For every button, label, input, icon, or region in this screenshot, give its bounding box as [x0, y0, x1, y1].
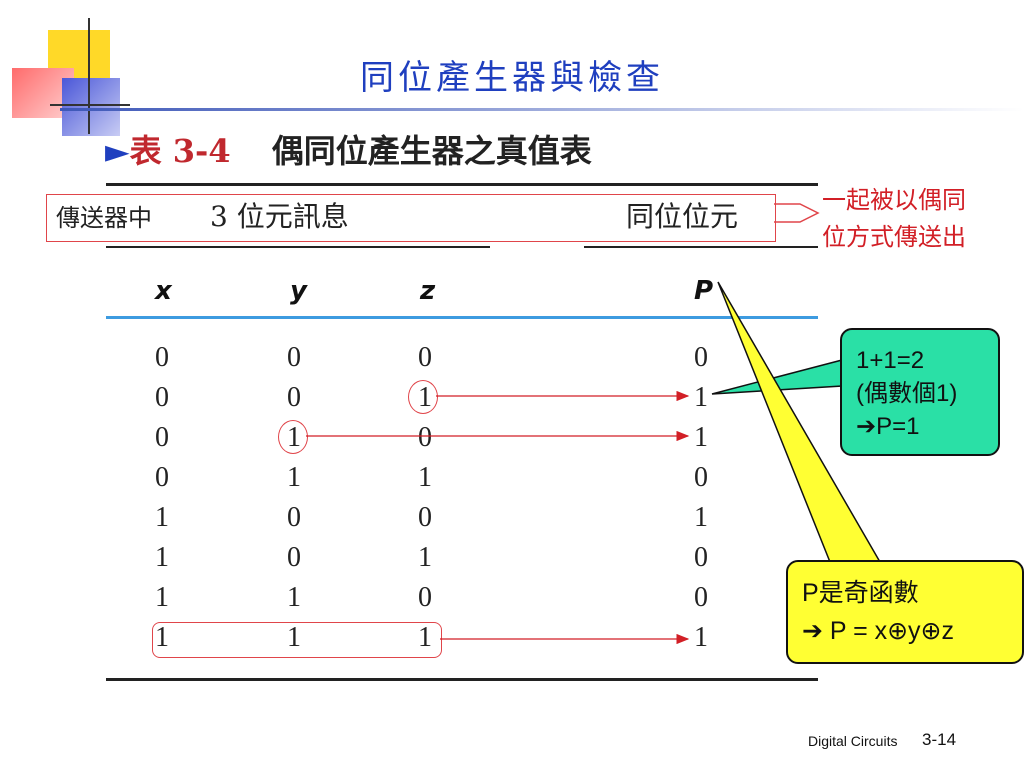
- header-left-rest: 3 位元訊息: [210, 200, 349, 233]
- table-cell: 0: [287, 502, 301, 533]
- table-caption: ►表 3-4 偶同位產生器之真值表: [105, 126, 592, 172]
- red-callout-line2: 位方式傳送出: [822, 223, 966, 251]
- header-right: 同位位元: [626, 200, 739, 233]
- table-cell: 0: [287, 542, 301, 573]
- table-cell: 1: [418, 542, 432, 573]
- table-cell: 0: [155, 382, 169, 413]
- table-cell: 0: [418, 342, 432, 373]
- decor-line-vertical: [88, 18, 90, 134]
- highlight-circle-y-row3: [278, 420, 308, 454]
- column-header-p: P: [694, 276, 714, 306]
- arrow-right-icon: ➔: [856, 413, 877, 440]
- green-callout-line1: 1+1=2: [856, 347, 925, 374]
- table-cell: 0: [694, 542, 708, 573]
- header-rule-right: [584, 246, 818, 248]
- caption-marker: ►: [105, 132, 130, 170]
- table-cell: 1: [694, 502, 708, 533]
- column-header-y: y: [290, 276, 307, 306]
- table-cell: 1: [694, 622, 708, 653]
- header-highlight-box: [46, 194, 776, 242]
- table-cell: 1: [155, 542, 169, 573]
- header-left-boxed: 傳送器中: [56, 204, 152, 232]
- red-callout-line1: 一起被以偶同: [822, 186, 966, 214]
- highlight-box-row8: [152, 622, 442, 658]
- column-header-rule: [106, 316, 818, 319]
- caption-text: 偶同位產生器之真值表: [271, 132, 592, 170]
- caption-number: 3-4: [172, 132, 231, 170]
- table-bottom-rule: [106, 678, 818, 681]
- table-cell: 0: [418, 422, 432, 453]
- page-title: 同位產生器與檢查: [360, 58, 664, 98]
- highlight-circle-z-row2: [408, 380, 438, 414]
- table-cell: 1: [287, 582, 301, 613]
- decor-square-blue: [62, 78, 120, 136]
- table-top-rule: [106, 183, 818, 186]
- caption-label: 表: [129, 132, 162, 170]
- table-cell: 0: [287, 382, 301, 413]
- table-cell: 1: [287, 462, 301, 493]
- red-callout-text: 一起被以偶同 位方式傳送出: [822, 182, 966, 256]
- table-cell: 0: [418, 502, 432, 533]
- decor-line-horizontal: [50, 104, 130, 106]
- footer-page-number: 3-14: [922, 730, 957, 749]
- table-cell: 0: [155, 342, 169, 373]
- table-cell: 1: [418, 622, 432, 653]
- title-underline: [60, 108, 1024, 111]
- green-callout: 1+1=2 (偶數個1) ➔P=1: [840, 328, 1000, 456]
- red-callout-pointer: [774, 203, 820, 223]
- green-callout-line2: (偶數個1): [856, 380, 958, 407]
- table-cell: 0: [155, 422, 169, 453]
- table-cell: 0: [155, 462, 169, 493]
- table-cell: 1: [418, 462, 432, 493]
- table-cell: 0: [287, 342, 301, 373]
- table-cell: 0: [694, 342, 708, 373]
- yellow-callout: P是奇函數 ➔ P = x⊕y⊕z: [786, 560, 1024, 664]
- table-cell: 0: [694, 462, 708, 493]
- green-callout-line3: ➔P=1: [856, 413, 920, 440]
- table-cell: 0: [694, 582, 708, 613]
- column-header-x: x: [155, 276, 172, 306]
- table-cell: 0: [418, 582, 432, 613]
- yellow-callout-line2: ➔ P = x⊕y⊕z: [802, 617, 955, 645]
- table-cell: 1: [287, 622, 301, 653]
- header-rule-left: [106, 246, 490, 248]
- table-cell: 1: [694, 382, 708, 413]
- arrow-right-icon: ➔: [802, 617, 823, 645]
- yellow-callout-line1: P是奇函數: [802, 579, 919, 607]
- column-header-z: z: [420, 276, 436, 306]
- table-cell: 1: [155, 502, 169, 533]
- footer-course: Digital Circuits: [808, 733, 898, 749]
- table-cell: 1: [694, 422, 708, 453]
- table-cell: 1: [155, 582, 169, 613]
